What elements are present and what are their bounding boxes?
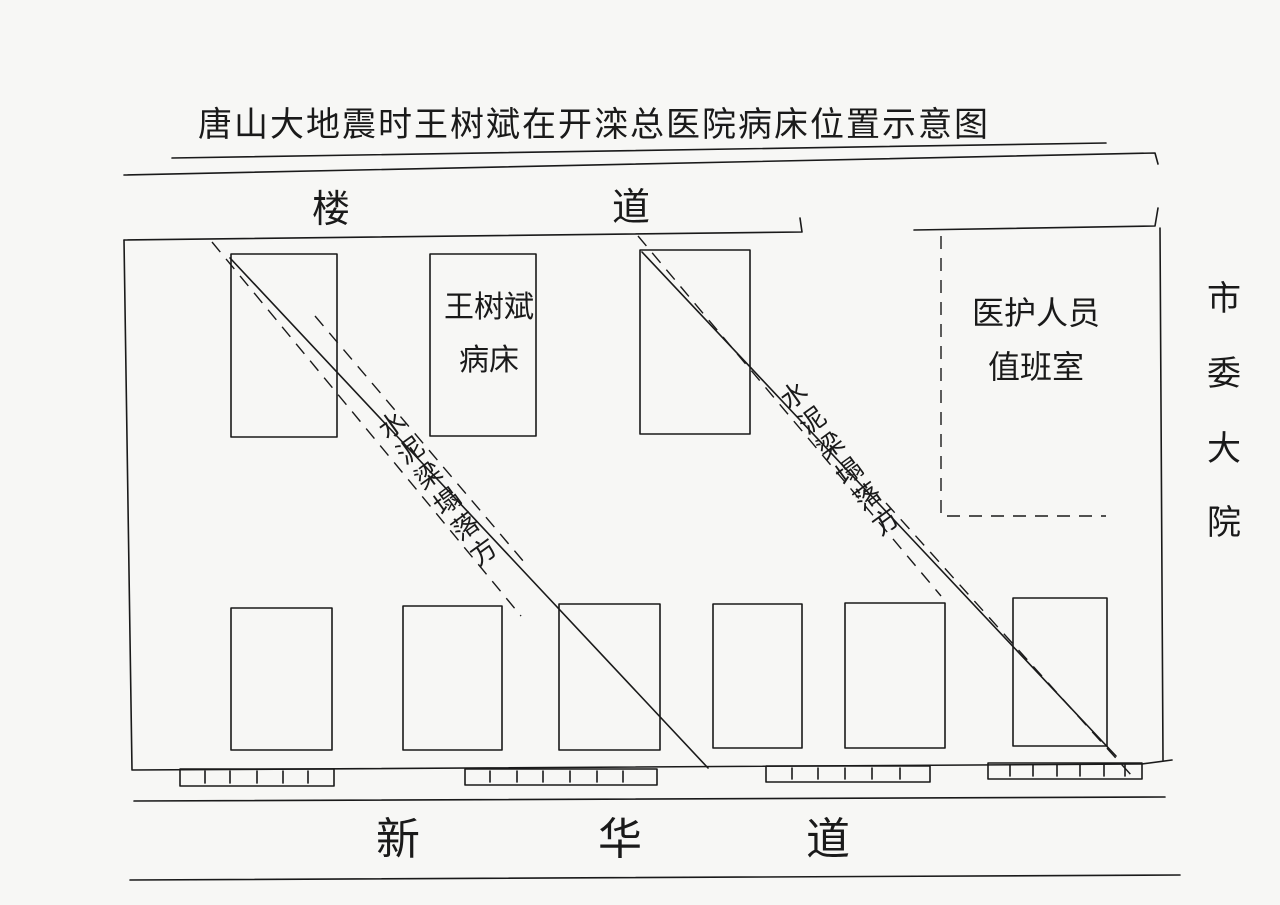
beam-1-dashed-edge-a [211, 241, 522, 617]
corridor-label-char-1: 楼 [312, 187, 351, 231]
building-right-wall [1159, 227, 1164, 761]
street-label-char-3: 道 [806, 814, 850, 865]
street-lower-line [129, 874, 1181, 881]
bed-top-1 [230, 253, 338, 438]
steps-2 [464, 768, 658, 786]
beam-1-solid-edge [229, 257, 709, 769]
street-label-char-1: 新 [376, 814, 420, 865]
street-upper-line [133, 796, 1166, 802]
bed-bottom-3 [558, 603, 661, 751]
bed-top-3 [639, 249, 751, 435]
steps-1 [179, 768, 335, 787]
corridor-label-char-2: 道 [612, 185, 651, 229]
title-underline [171, 142, 1107, 159]
beam-2-solid-edge [641, 251, 1117, 757]
bed-bottom-4 [712, 603, 803, 749]
duty-room-dashed-wall [940, 236, 1106, 517]
bed-top-2 [429, 253, 537, 437]
diagram-title: 唐山大地震时王树斌在开滦总医院病床位置示意图 [198, 105, 990, 145]
municipal-compound-label: 市委大院 [1207, 279, 1241, 544]
street-label-char-2: 华 [598, 814, 642, 865]
beam-1-dashed-edge-b [314, 315, 525, 563]
corridor-lower-line [123, 217, 803, 241]
bed-bottom-5 [844, 602, 946, 749]
steps-3 [765, 765, 931, 783]
beam-2-dashed-edge-b [885, 502, 1133, 777]
wang-shubin-bed-label: 王树斌病床 [444, 290, 534, 378]
bed-bottom-1 [230, 607, 333, 751]
steps-4 [987, 762, 1143, 780]
corridor-lower-line-right [913, 207, 1159, 231]
bed-bottom-6 [1012, 597, 1108, 747]
corridor-upper-line [123, 152, 1159, 176]
building-corner-tick [1141, 759, 1173, 765]
bed-bottom-2 [402, 605, 503, 751]
beam-2-dashed-edge-a [637, 235, 942, 597]
duty-room-label: 医护人员值班室 [971, 294, 1100, 387]
